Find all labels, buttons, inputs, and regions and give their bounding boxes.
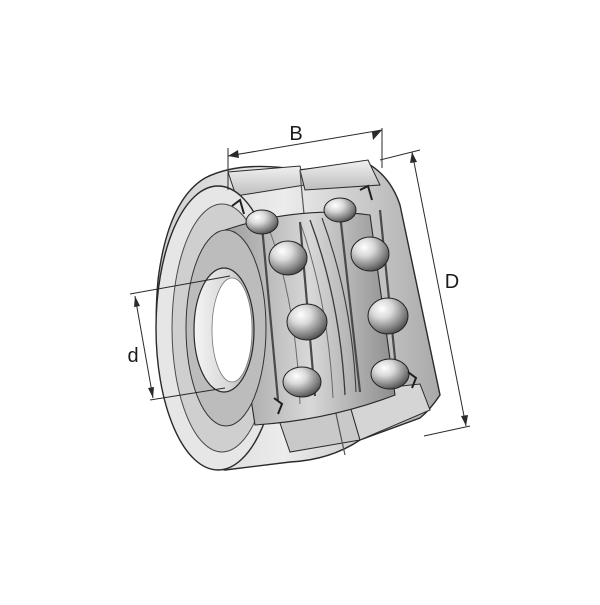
- ball: [245, 209, 279, 235]
- ball: [367, 297, 409, 335]
- bore: [193, 267, 255, 393]
- ball: [323, 197, 357, 223]
- ball: [350, 236, 390, 272]
- dimension-d-outer-label: D: [445, 271, 459, 293]
- dimension-d-bore: [129, 275, 231, 401]
- dimension-b: [227, 128, 383, 190]
- ball-row-right: [323, 197, 410, 390]
- ball: [268, 240, 308, 276]
- dimension-d-outer: [379, 149, 471, 437]
- dimension-d-bore-label: d: [127, 345, 138, 367]
- ball: [286, 303, 328, 341]
- dimension-b-label: B: [289, 123, 302, 145]
- ball: [370, 358, 410, 390]
- seal-clips: [231, 184, 418, 415]
- ball: [282, 366, 322, 398]
- ball-row-left: [245, 209, 328, 398]
